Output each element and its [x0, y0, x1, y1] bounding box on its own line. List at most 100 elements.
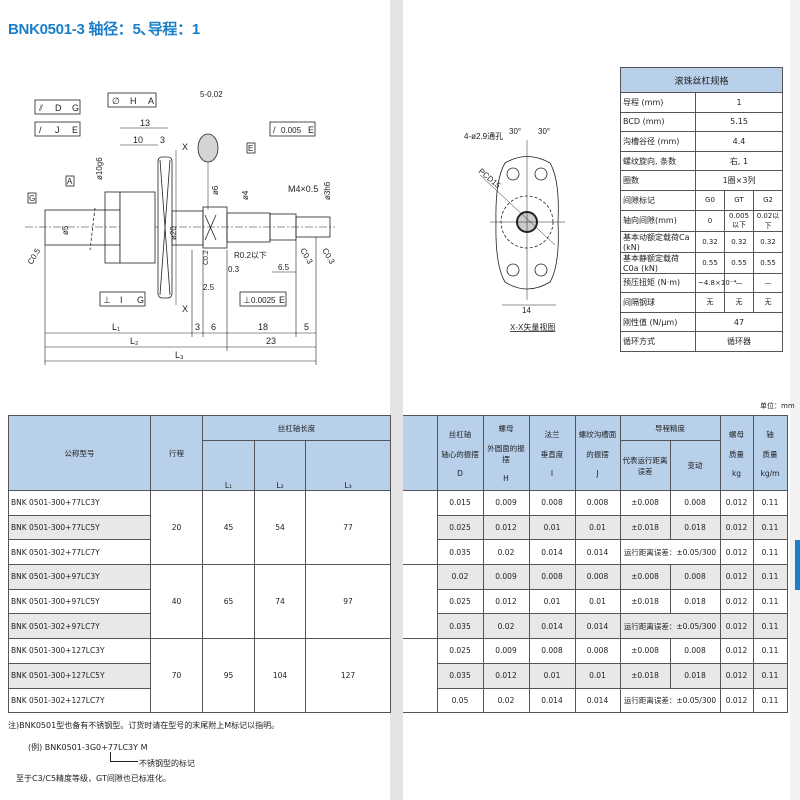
- gt-dg-value: D: [55, 103, 62, 113]
- holes-label: 4-ø2.9通孔: [464, 131, 503, 141]
- j-cell: 0.014: [574, 539, 621, 566]
- spec-label: 沟槽谷径 (mm): [620, 131, 696, 152]
- chamfer-c03b: C0.3: [320, 247, 337, 267]
- section-tab[interactable]: [795, 540, 800, 590]
- gt-ig-datum: G: [137, 295, 144, 305]
- dim-18: 18: [258, 322, 268, 332]
- dim-l2: L₂: [130, 336, 139, 346]
- angle-right: 30°: [538, 127, 550, 136]
- lead-error-cell: 运行距离误差：±0.05/300: [619, 687, 721, 714]
- dim-14: 14: [522, 306, 531, 315]
- spec-label: 刚性值 (N/μm): [620, 311, 696, 333]
- j-cell: 0.008: [574, 564, 621, 590]
- note-example: (例) BNK0501-3G0+77LC3Y M: [28, 743, 148, 752]
- dim-l1: L₁: [112, 322, 120, 332]
- l1-cell: 95: [202, 638, 255, 714]
- i-cell: 0.008: [528, 638, 576, 664]
- spec-value: 0.32: [695, 230, 725, 253]
- spec-value: 无: [695, 292, 725, 313]
- i-cell: 0.008: [528, 490, 576, 516]
- d-cell: 0.025: [436, 638, 484, 664]
- nut-mass-cell: 0.012: [719, 490, 754, 516]
- gt-ig-value: I: [120, 295, 123, 305]
- j-cell: 0.01: [574, 588, 621, 615]
- page-gutter: [390, 0, 403, 800]
- j-cell: 0.008: [574, 638, 621, 664]
- shaft-mass-cell: 0.11: [752, 638, 788, 664]
- spec-label: 基本动额定载荷Ca (kN): [620, 230, 696, 253]
- d-cell: 0.02: [436, 564, 484, 590]
- dim-6: 6: [211, 322, 216, 332]
- h-cell: 0.009: [482, 490, 530, 516]
- j-cell: 0.01: [574, 514, 621, 541]
- model-cell: BNK 0501-302+77LC7Y: [8, 539, 151, 566]
- l2-cell: 104: [254, 638, 306, 714]
- l3-cell: 77: [304, 489, 392, 566]
- spec-value: 5.15: [694, 111, 784, 133]
- spec-value: 循环器: [694, 331, 784, 352]
- gt-ig-symbol: ⊥: [103, 295, 111, 305]
- callout-line: [110, 752, 138, 762]
- dim-3-top: 3: [160, 135, 165, 145]
- dim-6-5: 6.5: [278, 263, 290, 272]
- spec-value: 0.55: [695, 251, 725, 274]
- header-length: 丝杠轴长度: [201, 415, 392, 441]
- i-cell: 0.014: [528, 613, 576, 640]
- shaft-mass-cell: 0.11: [752, 588, 788, 615]
- table-row: BNK 0501-302+97LC7Y: [8, 613, 391, 640]
- spec-value: ~4.8×10⁻⁴: [695, 272, 736, 294]
- spec-value: 0.32: [724, 230, 754, 253]
- page-title: BNK0501-3 轴径：5､导程：1: [8, 21, 200, 38]
- j-cell: 0.014: [574, 687, 621, 714]
- lead-error-cell: 运行距离误差：±0.05/300: [619, 613, 721, 640]
- gt-e0025-value: 0.0025: [251, 296, 276, 305]
- shaft-mass-cell: 0.11: [752, 687, 788, 714]
- spec-value: 1: [694, 92, 784, 113]
- shaft-mass-cell: 0.11: [752, 564, 788, 590]
- l3-cell: 97: [304, 564, 392, 640]
- flange-view-drawing: 4-ø2.9通孔 30° 30° PCD15 14 X-X矢量视图: [464, 127, 565, 332]
- shaft-mass-cell: 0.11: [752, 613, 788, 640]
- l2-cell: 74: [254, 564, 306, 640]
- gt-je-symbol: /: [39, 125, 42, 135]
- spec-label: 间隔钢球: [620, 292, 696, 313]
- h-cell: 0.009: [482, 638, 530, 664]
- gt-e005-datum: E: [308, 125, 314, 135]
- spec-value: 无: [724, 292, 754, 313]
- chamfer-c03a: C0.3: [298, 247, 315, 267]
- i-cell: 0.014: [528, 539, 576, 566]
- j-cell: 0.014: [574, 613, 621, 640]
- h-cell: 0.02: [482, 687, 530, 714]
- spec-label: 轴向间隙(mm): [620, 209, 696, 232]
- nut-mass-cell: 0.012: [719, 662, 754, 689]
- spec-label: 预压扭矩 (N·m): [620, 272, 696, 294]
- gt-e005-value: 0.005: [281, 126, 302, 135]
- d-cell: 0.05: [436, 687, 484, 714]
- header-model: 公称型号: [8, 415, 151, 491]
- spec-label: 螺纹旋向, 条数: [620, 150, 696, 172]
- spec-value: 1圈×3列: [694, 170, 784, 191]
- variation-cell: 0.018: [669, 588, 721, 615]
- i-cell: 0.008: [528, 564, 576, 590]
- d-cell: 0.025: [436, 588, 484, 615]
- table-row: BNK 0501-302+127LC7Y: [8, 687, 391, 714]
- nut-mass-cell: 0.012: [719, 638, 754, 664]
- gt-ha-datum: A: [148, 96, 154, 106]
- spec-row: 循环方式循环器: [620, 331, 784, 352]
- variation-cell: 0.018: [669, 514, 721, 541]
- model-cell: BNK 0501-300+97LC3Y: [8, 564, 151, 590]
- nut-mass-cell: 0.012: [719, 613, 754, 640]
- header-lead-accuracy: 导程精度: [619, 415, 721, 441]
- spec-header: 滚珠丝杠规格: [619, 67, 784, 93]
- header-rep-error: 代表运行距离误差: [619, 440, 671, 491]
- nut-mass-cell: 0.012: [719, 564, 754, 590]
- datum-e: E: [248, 144, 253, 153]
- l3-cell: 127: [304, 638, 392, 714]
